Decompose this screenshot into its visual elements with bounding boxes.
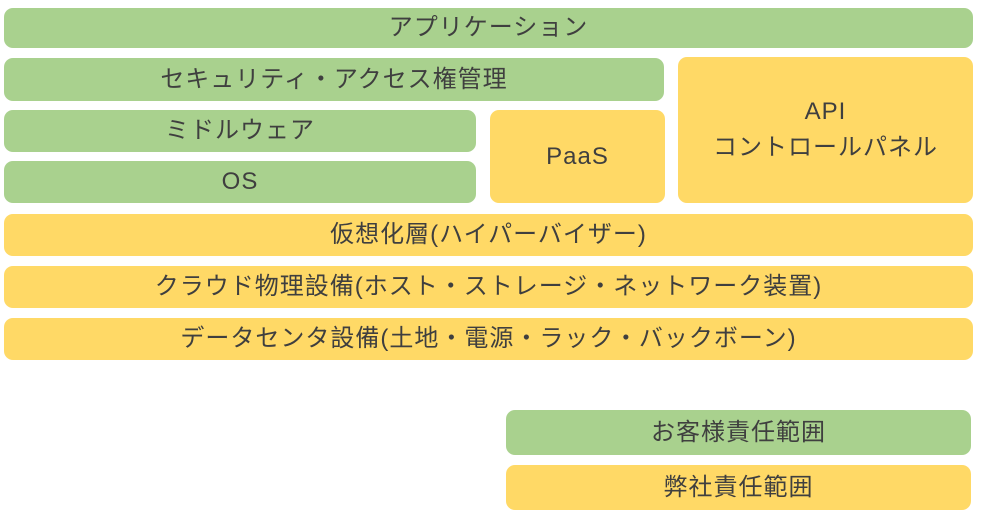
layer-virtualization: 仮想化層(ハイパーバイザー) bbox=[4, 214, 973, 256]
layer-application: アプリケーション bbox=[4, 8, 973, 48]
legend-customer-scope: お客様責任範囲 bbox=[506, 410, 971, 455]
control-panel-label: コントロールパネル bbox=[713, 134, 938, 161]
layer-middleware: ミドルウェア bbox=[4, 110, 476, 152]
api-label: API bbox=[804, 98, 847, 125]
layer-os: OS bbox=[4, 161, 476, 203]
layer-physical-facility: クラウド物理設備(ホスト・ストレージ・ネットワーク装置) bbox=[4, 266, 973, 308]
layer-api-control-panel: API コントロールパネル bbox=[678, 57, 973, 203]
layer-paas: PaaS bbox=[490, 110, 665, 203]
legend-company-scope: 弊社責任範囲 bbox=[506, 465, 971, 510]
layer-datacenter-facility: データセンタ設備(土地・電源・ラック・バックボーン) bbox=[4, 318, 973, 360]
layer-security-access: セキュリティ・アクセス権管理 bbox=[4, 58, 664, 101]
